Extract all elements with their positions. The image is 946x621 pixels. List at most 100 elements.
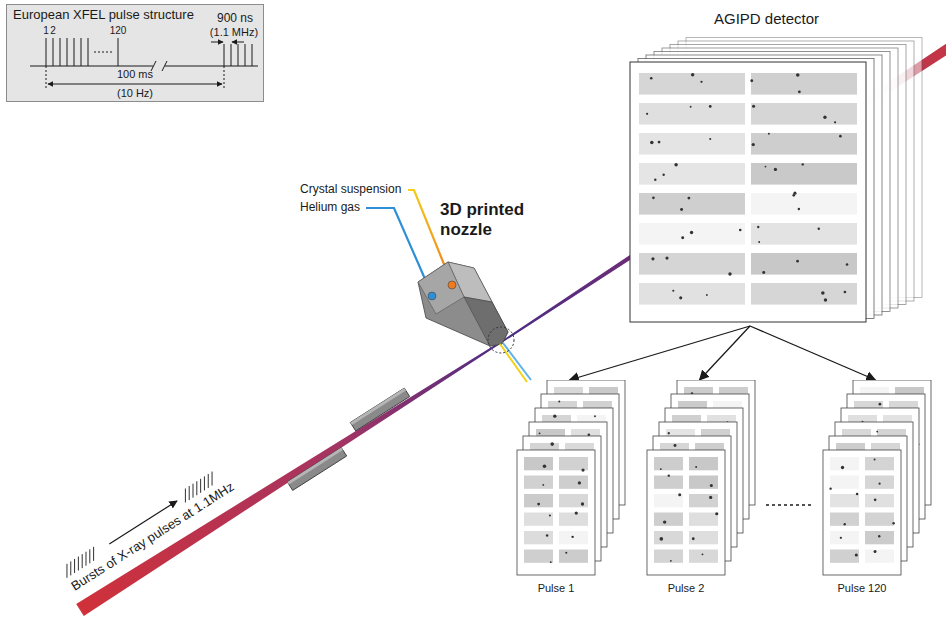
sensor-module [559,457,588,470]
bragg-spot [651,257,654,260]
sensor-module [654,494,683,507]
sensor-module [830,457,859,470]
detector-sheet [630,62,866,322]
sensor-module [654,550,683,563]
bragg-spot [874,550,877,553]
sensor-module [689,531,718,544]
period-arrow [48,84,222,85]
bragg-spot [581,502,584,505]
bragg-spot [681,236,684,239]
shape [165,66,258,67]
bragg-spot [690,231,693,234]
bragg-spot [537,503,540,506]
shape [224,66,225,89]
bragg-spot [565,552,567,554]
bragg-spot [687,197,690,200]
bragg-spot [757,226,759,228]
frame-stack-node: Pulse 120 [818,380,933,602]
bragg-spot [739,229,742,232]
timing-label: (10 Hz) [117,87,153,100]
pulse-line [81,38,82,66]
bragg-spot [658,141,661,144]
sensor-module [689,513,718,526]
bragg-spot [844,523,846,525]
bragg-spot [874,499,877,502]
bragg-spot [665,257,668,260]
bragg-spot [710,484,713,487]
bragg-spot [654,178,656,180]
sensor-module [559,494,588,507]
bragg-spot [829,487,831,489]
sensor-module [830,550,859,563]
graphic-part [428,292,436,300]
bragg-spot [646,113,648,115]
pulse-tick [74,559,75,573]
pulse-train-lines [30,38,258,89]
sensor-module [639,223,745,245]
bragg-spot [876,431,878,433]
sensor-module [639,73,745,95]
sensor-module [639,163,745,185]
graphic-part [418,262,464,314]
frame-stack-node: Pulse 1 [512,380,627,602]
pulse-tick [185,489,186,503]
graphic-part [350,388,409,431]
pulse-label: Pulse 2 [668,582,705,595]
bragg-spot [878,483,880,485]
pulse-line [238,44,239,66]
pulse-line [67,38,68,66]
ellipsis-dots [766,504,812,506]
sensor-module [751,133,857,155]
bragg-spot [660,537,664,541]
detector-node: AGIPD detector [622,4,942,326]
bragg-spot [558,400,560,402]
sensor-module [639,133,745,155]
bragg-spot [550,561,552,563]
sensor-module [865,457,894,470]
pulse-tick [82,554,83,568]
pulse-tick [204,476,205,490]
bragg-spot [668,432,670,434]
sensor-module [524,531,553,544]
sensor-module [830,494,859,507]
sensor-module [751,253,857,275]
bragg-spot [855,553,858,556]
bragg-spot [856,493,859,496]
bragg-spot [823,116,826,119]
bragg-spot [802,163,804,165]
bragg-spot [796,260,799,263]
bragg-spot [874,459,876,461]
sensor-module [639,193,745,215]
slit-block [287,448,346,491]
spacing-arrow [232,42,244,43]
pulse-tick [70,561,71,575]
pulse-tick [89,549,90,563]
sensor-module [865,550,894,563]
bragg-spot [752,143,755,146]
bragg-spot [553,414,556,417]
bragg-spot [839,135,842,138]
bragg-spot [793,192,796,195]
sensor-module [654,457,683,470]
beam-label: Bursts of X-ray pulses at 1.1MHz [69,480,237,595]
input-label: Helium gas [300,201,360,215]
spacing-arrow [211,42,223,43]
frame-stack [642,380,757,580]
bragg-spot [841,466,844,469]
pulse-line [88,38,89,66]
timing-label: (1.1 MHz) [210,26,258,39]
bragg-spot [546,534,548,536]
sensor-module [689,550,718,563]
timing-label: 100 ms [117,68,153,81]
sensor-module [524,494,553,507]
bragg-spot [834,121,836,123]
sensor-module [524,476,553,489]
bragg-spot [821,291,825,295]
detector-panels [622,4,942,326]
arrow-connector [750,326,876,380]
sensor-module [751,163,857,185]
pulse-tick [189,486,190,500]
pulse-tick [212,472,213,486]
bragg-spot [692,537,695,540]
